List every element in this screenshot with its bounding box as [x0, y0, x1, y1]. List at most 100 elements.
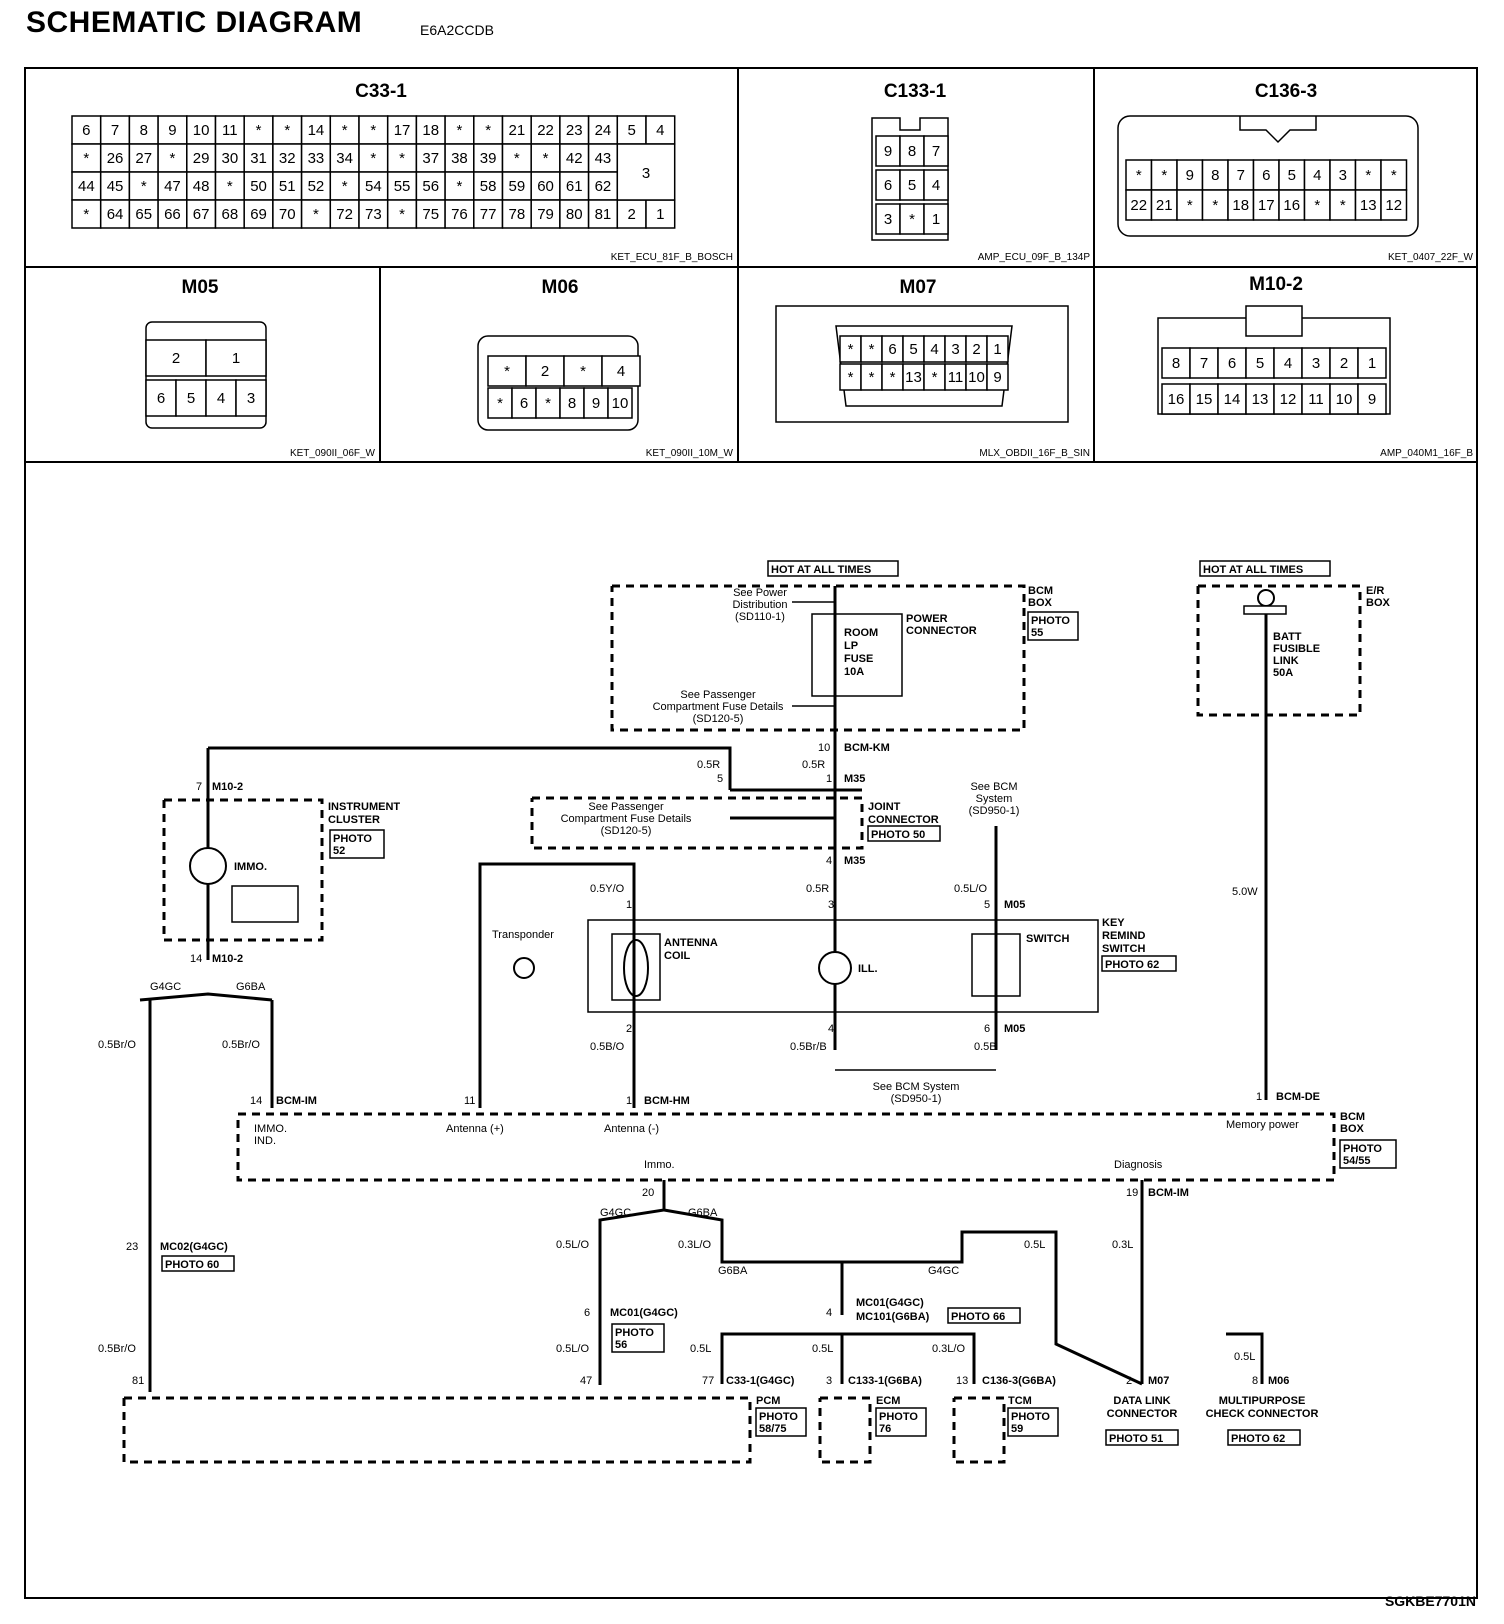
- c33-1-pin: 37: [422, 150, 439, 167]
- wire-label: G4GC: [928, 1265, 959, 1277]
- connector-label: M35: [844, 773, 865, 785]
- c33-1-cell: [530, 115, 561, 145]
- c133-1-cell: [875, 203, 901, 235]
- ecm-outline: [818, 1396, 872, 1464]
- m07-cell: [986, 363, 1009, 391]
- m10-2-pin: 7: [1200, 355, 1208, 372]
- c133-1-pin: 9: [884, 143, 892, 160]
- c33-1-pin: 23: [566, 122, 583, 139]
- connector-panel-grid: [24, 69, 1478, 463]
- m06-pin: *: [497, 395, 503, 412]
- c33-1-pin: 81: [595, 206, 612, 223]
- c133-1-cell: [875, 169, 901, 201]
- wire-label: 0.5R: [802, 759, 825, 771]
- c33-1-pin: 3: [642, 165, 650, 182]
- wire: [1226, 1332, 1264, 1384]
- c33-1-pin: 61: [566, 178, 583, 195]
- m06-cell: [607, 387, 633, 419]
- m05-pin: 1: [232, 350, 240, 367]
- c33-1-cell: [616, 115, 647, 145]
- c33-1-pin: 65: [135, 206, 152, 223]
- m07-cell: [986, 335, 1009, 363]
- pin-number: 3: [826, 1375, 832, 1387]
- ecm-photo-label: PHOTO: [879, 1411, 918, 1423]
- c33-1-pin: 2: [627, 206, 635, 223]
- c33-1-cell: [157, 199, 188, 229]
- dlc-photo-label: PHOTO 51: [1109, 1433, 1163, 1445]
- mc02-photo-label-box: [161, 1255, 235, 1272]
- m06-cell: [563, 355, 603, 387]
- m07-pin: 6: [888, 341, 896, 358]
- er-box-label: E/R: [1366, 585, 1384, 597]
- m10-2-cell: [1217, 347, 1247, 379]
- wire-label: 0.5Br/O: [98, 1039, 136, 1051]
- wire-label: 0.3L: [1112, 1239, 1133, 1251]
- connector-part-number: KET_090II_10M_W: [646, 448, 734, 459]
- battery-terminal-bar: [1243, 605, 1287, 615]
- m06-pin: 6: [520, 395, 528, 412]
- c136-3-pin: 4: [1313, 167, 1321, 184]
- m10-2-cell: [1357, 383, 1387, 415]
- c136-3-cell: [1176, 159, 1204, 191]
- tcm-label: TCM: [1008, 1395, 1032, 1407]
- m10-2-pin: 14: [1224, 391, 1241, 408]
- passenger-fuse-ref: (SD120-5): [693, 713, 744, 725]
- antenna-plus-label: Antenna (+): [446, 1123, 504, 1135]
- room-lp-fuse-label: ROOM: [844, 627, 878, 639]
- power-connector-label: POWER: [906, 613, 948, 625]
- c33-1-pin: 54: [365, 178, 382, 195]
- bcm-photo2-label: 54/55: [1343, 1155, 1371, 1167]
- power-connector-label: CONNECTOR: [906, 625, 977, 637]
- c136-3-pin: 7: [1237, 167, 1245, 184]
- connector-label: M05: [1004, 899, 1025, 911]
- m10-2-pin: 9: [1368, 391, 1376, 408]
- page-title: SCHEMATIC DIAGRAM: [26, 6, 363, 39]
- c33-1-pin: 32: [279, 150, 296, 167]
- c33-1-pin: 10: [193, 122, 210, 139]
- c33-1-cell: [186, 199, 217, 229]
- er-box-label: BOX: [1366, 597, 1391, 609]
- m10-2-pin: 2: [1340, 355, 1348, 372]
- c33-1-pin: *: [313, 206, 319, 223]
- c33-1-cell: [444, 143, 475, 173]
- bcm-box-label: BOX: [1340, 1123, 1365, 1135]
- c33-1-pin: 39: [480, 150, 497, 167]
- c33-1-pin: 62: [595, 178, 612, 195]
- c33-1-pin: 18: [422, 122, 439, 139]
- c136-3-cell: [1354, 189, 1382, 221]
- c33-1-cell: [329, 115, 360, 145]
- wire-label: G4GC: [600, 1207, 631, 1219]
- c33-1-cell: [300, 115, 332, 145]
- pcm-label: PCM: [756, 1395, 780, 1407]
- pin-number: 20: [642, 1187, 654, 1199]
- c33-1-pin: 64: [107, 206, 124, 223]
- c133-1-cell: [899, 169, 925, 201]
- dlc-photo-label-box: [1105, 1429, 1179, 1446]
- bcm-box-label: BCM: [1340, 1111, 1365, 1123]
- pin-number: 14: [250, 1095, 262, 1107]
- see-bcm-ref: System: [976, 793, 1013, 805]
- data-link-connector-label: DATA LINK: [1113, 1395, 1170, 1407]
- c133-1-pin: 3: [884, 211, 892, 228]
- c33-1-pin: *: [543, 150, 549, 167]
- c33-1-cell: [559, 199, 590, 229]
- illumination-lamp-icon: [818, 951, 852, 985]
- car-icon: [231, 885, 299, 923]
- pin-number: 2: [1126, 1375, 1132, 1387]
- c136-3-pin: 3: [1339, 167, 1347, 184]
- switch-label: SWITCH: [1026, 933, 1069, 945]
- terminal-label: BCM-DE: [1276, 1091, 1320, 1103]
- c136-3-cell: [1380, 159, 1408, 191]
- batt-fusible-link-label: 50A: [1273, 667, 1293, 679]
- antenna-minus-label: Antenna (-): [604, 1123, 659, 1135]
- m07-pin: 1: [993, 341, 1001, 358]
- c33-1-cell: [386, 143, 418, 173]
- c33-1-pin: *: [83, 150, 89, 167]
- m06-pin: 9: [592, 395, 600, 412]
- bcm-photo2-label: PHOTO: [1343, 1143, 1382, 1155]
- connector-part-number: MLX_OBDII_16F_B_SIN: [979, 448, 1090, 459]
- c33-1-pin: *: [399, 206, 405, 223]
